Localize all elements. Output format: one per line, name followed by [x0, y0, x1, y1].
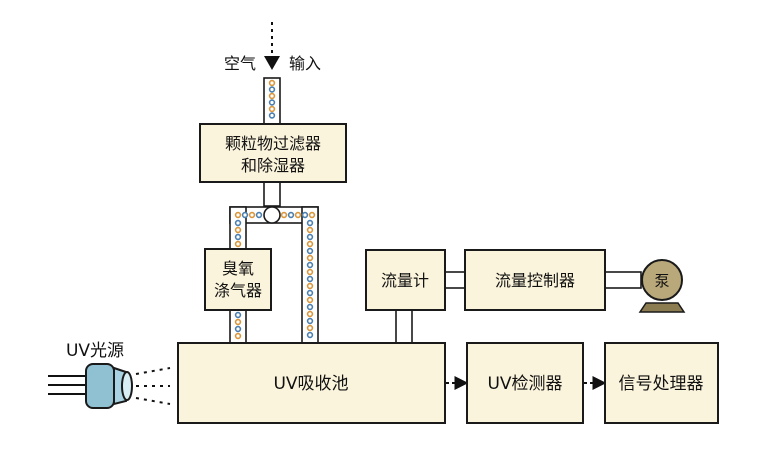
ozone-scrubber-box: 臭氧 涤气器 [204, 248, 272, 311]
particle-dot [234, 318, 242, 326]
particle-dot [306, 219, 314, 227]
particle-dot [306, 247, 314, 255]
particle-dot [234, 311, 242, 319]
particle-dot [306, 296, 314, 304]
flowmeter-label: 流量计 [381, 271, 429, 290]
uv-source: UV光源 [48, 341, 171, 409]
particle-dot [280, 211, 288, 219]
particle-dot [268, 99, 276, 106]
particle-dot [234, 226, 242, 234]
flowmeter-controller-pipe [444, 271, 466, 289]
particle-dot [234, 325, 242, 333]
signal-processor-box: 信号处理器 [604, 342, 719, 424]
inlet-label-left: 空气 [224, 54, 256, 73]
ozone-label-line2: 涤气器 [214, 281, 262, 300]
particle-dot [234, 240, 242, 248]
particle-dots [234, 79, 316, 340]
pump: 泵 [638, 259, 686, 313]
particle-dot [234, 233, 242, 241]
controller-pump-pipe [604, 271, 642, 289]
inlet-arrow-icon [264, 56, 280, 70]
uv-source-label: UV光源 [66, 341, 124, 361]
detector-label: UV检测器 [487, 374, 562, 394]
flow-controller-label: 流量控制器 [495, 271, 575, 290]
particle-dot [248, 211, 256, 219]
pump-icon [641, 259, 683, 301]
filter-label-line2: 和除湿器 [241, 156, 305, 175]
particle-dot [306, 310, 314, 318]
filter-outlet-pipe [263, 181, 281, 207]
filter-box: 颗粒物过滤器 和除湿器 [199, 123, 347, 183]
valve-icon [263, 206, 281, 224]
particle-dot [306, 317, 314, 325]
particle-dot [234, 332, 242, 340]
particle-dot [306, 268, 314, 276]
particle-dot [268, 79, 276, 87]
particle-dot [255, 211, 263, 219]
absorption-cell-box: UV吸收池 [177, 342, 446, 424]
particle-dot [306, 226, 314, 234]
detector-box: UV检测器 [466, 342, 584, 424]
particle-dot [306, 303, 314, 311]
air-inlet: 空气 输入 [224, 22, 321, 73]
particle-dot [287, 211, 295, 219]
flow-controller-box: 流量控制器 [464, 249, 606, 311]
particle-dot [306, 254, 314, 262]
particle-dot [306, 289, 314, 297]
particle-dot [268, 86, 276, 93]
particle-dot [268, 105, 276, 113]
inlet-label-right: 输入 [289, 54, 321, 73]
uv-lamp-icon [85, 363, 115, 409]
particle-dot [306, 331, 314, 339]
flowmeter-pipe [395, 309, 413, 344]
particle-dot [294, 211, 302, 219]
particle-dot [234, 219, 242, 227]
particle-dot [268, 112, 276, 119]
particle-dot [306, 282, 314, 290]
particle-dot [301, 211, 309, 219]
particle-dot [306, 275, 314, 283]
particle-dot [306, 240, 314, 248]
pump-label: 泵 [654, 272, 669, 290]
particle-dot [241, 211, 249, 219]
absorption-cell-label: UV吸收池 [273, 374, 348, 394]
filter-label-line1: 颗粒物过滤器 [225, 134, 321, 153]
signal-processor-label: 信号处理器 [619, 374, 704, 394]
particle-dot [234, 211, 242, 219]
particle-dot [306, 261, 314, 269]
particle-dot [308, 211, 316, 219]
particle-dot [306, 233, 314, 241]
particle-dot [306, 324, 314, 332]
ozone-label-line1: 臭氧 [222, 259, 254, 278]
flowmeter-box: 流量计 [365, 249, 446, 311]
particle-dot [268, 92, 276, 100]
